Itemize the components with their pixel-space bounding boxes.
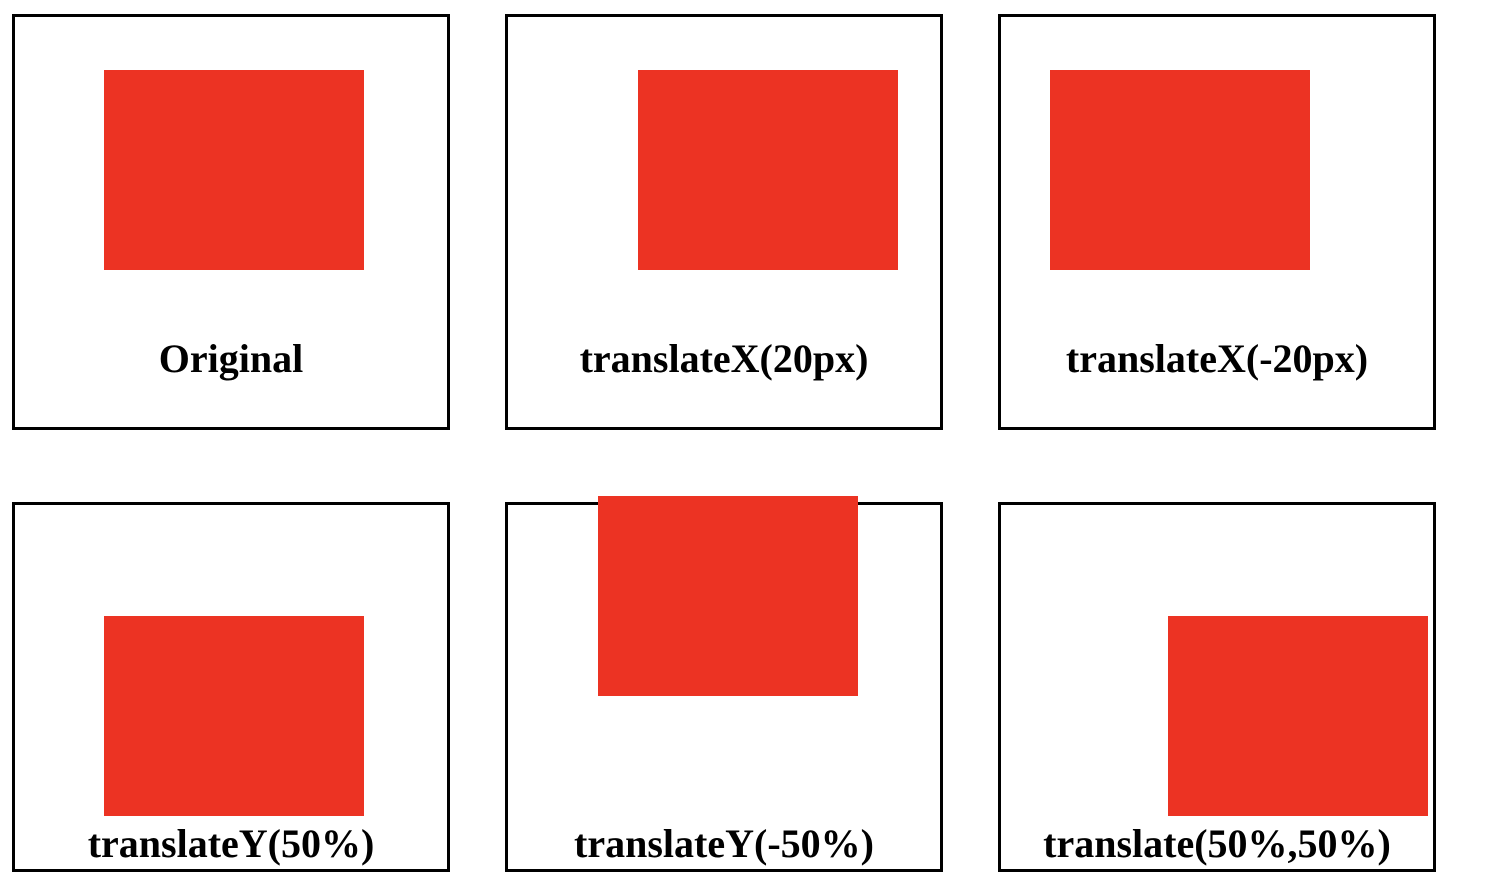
demo-box-original: Original: [12, 14, 450, 430]
demo-box-translatey-neg-50pct: translateY(-50%): [505, 496, 943, 872]
red-rectangle-translatey-50pct: [104, 616, 364, 816]
red-rectangle-translatey-neg-50pct: [598, 496, 858, 696]
red-rectangle-translatex-20px: [638, 70, 898, 270]
demo-box-translate-50pct-50pct: translate(50%,50%): [998, 502, 1436, 872]
label-translatey-50pct: translateY(50%): [87, 821, 375, 866]
label-translatex-20px: translateX(20px): [579, 336, 869, 381]
red-rectangle-original: [104, 70, 364, 270]
red-rectangle-translatex-neg-20px: [1050, 70, 1310, 270]
demo-box-translatex-neg-20px: translateX(-20px): [998, 14, 1436, 430]
red-rectangle-translate-50pct-50pct: [1168, 616, 1428, 816]
demo-box-translatex-20px: translateX(20px): [505, 14, 943, 430]
demo-box-translatey-50pct: translateY(50%): [12, 502, 450, 872]
label-translatey-neg-50pct: translateY(-50%): [574, 821, 874, 866]
label-translate-50pct-50pct: translate(50%,50%): [1043, 821, 1391, 866]
label-translatex-neg-20px: translateX(-20px): [1065, 336, 1369, 381]
label-original: Original: [158, 336, 304, 381]
